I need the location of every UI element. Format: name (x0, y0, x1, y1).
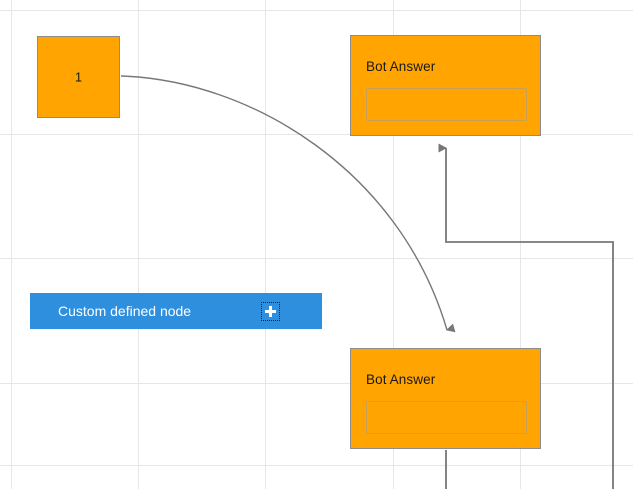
node-start-label: 1 (74, 69, 83, 85)
node-title: Bot Answer (366, 59, 436, 74)
plus-icon[interactable] (261, 301, 280, 321)
grid-line-horizontal (0, 10, 633, 11)
node-bot-answer-top[interactable]: Bot Answer (350, 35, 541, 136)
node-answer-slot[interactable] (366, 88, 527, 121)
grid-line-vertical (138, 0, 139, 489)
node-answer-slot[interactable] (366, 401, 527, 434)
grid-line-vertical (11, 0, 12, 489)
node-bot-answer-bottom[interactable]: Bot Answer (350, 348, 541, 449)
grid-line-horizontal (0, 383, 633, 384)
grid-line-horizontal (0, 465, 633, 466)
grid-line-vertical (265, 0, 266, 489)
node-start[interactable]: 1 (37, 36, 120, 118)
custom-defined-node-bar[interactable]: Custom defined node (30, 293, 322, 329)
grid-line-horizontal (0, 258, 633, 259)
node-title: Bot Answer (366, 372, 436, 387)
custom-defined-node-label: Custom defined node (58, 303, 192, 319)
